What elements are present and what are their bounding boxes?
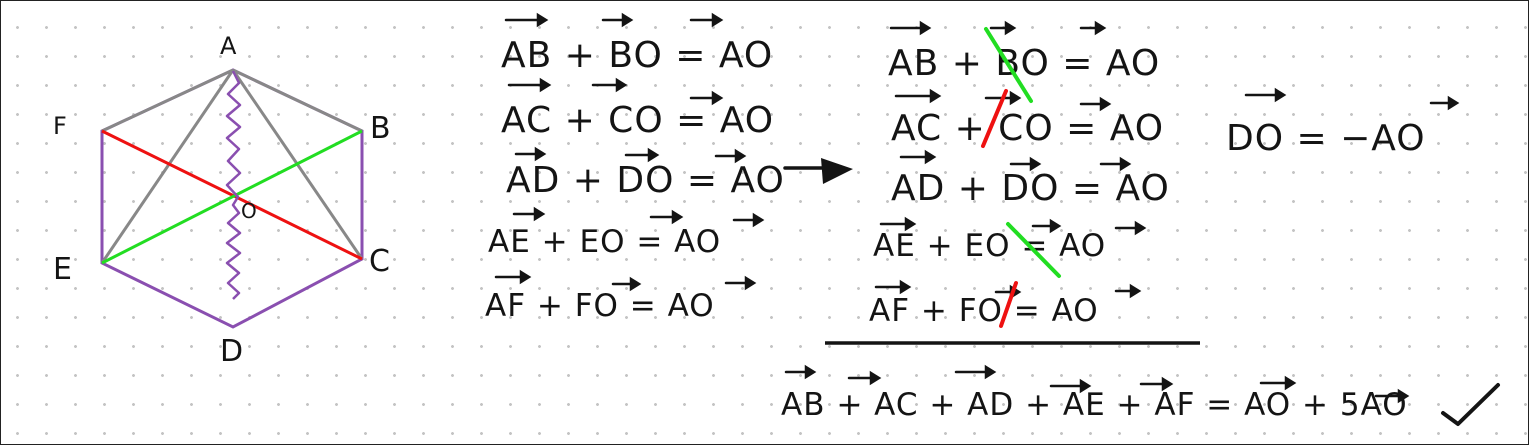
segment-a-b (232, 68, 363, 133)
strike-red-co (981, 89, 1008, 148)
right-equation-1: AB + BO = AO (888, 43, 1161, 84)
diagonal-f-c (101, 129, 363, 261)
vertex-label-e: E (53, 252, 72, 287)
right-equation-3: AD + DO = AO (891, 168, 1170, 209)
left-equation-3: AD + DO = AO (506, 160, 785, 201)
checkmark-icon (1441, 383, 1500, 426)
diagonal-e-b (101, 129, 363, 265)
vertex-label-b: B (370, 111, 391, 146)
vertex-label-d: D (220, 334, 244, 369)
vertex-label-c: C (369, 244, 390, 279)
vector-arrows-sum (784, 364, 1410, 404)
vertex-label-a: A (220, 32, 237, 60)
right-equation-2: AC + CO = AO (891, 108, 1165, 149)
vector-arrows-right (874, 20, 1147, 300)
vector-arrows-left (494, 12, 765, 292)
wavy-segment-a-d (225, 70, 242, 300)
center-label-o: O (241, 199, 257, 223)
vertex-label-f: F (53, 112, 67, 140)
side-equation: DO = −AO (1226, 118, 1426, 159)
strike-green-eo (1006, 222, 1061, 278)
left-equation-4: AE + EO = AO (488, 224, 722, 260)
implies-arrow-icon (783, 158, 853, 184)
sum-equation: AB + AC + AD + AE + AF = AO + 5AO (781, 387, 1408, 423)
segment-a-f (101, 68, 234, 133)
strike-green-bo (984, 27, 1033, 103)
left-equation-1: AB + BO = AO (501, 35, 774, 76)
vector-arrows-side (1244, 87, 1460, 111)
right-equation-4: AE + EO = AO (873, 228, 1107, 264)
right-equation-5: AF + FO = AO (869, 293, 1099, 329)
strike-red-fo (999, 281, 1018, 328)
segment-a-e (100, 69, 235, 264)
left-equation-2: AC + CO = AO (501, 100, 775, 141)
left-equation-5: AF + FO = AO (485, 288, 715, 324)
